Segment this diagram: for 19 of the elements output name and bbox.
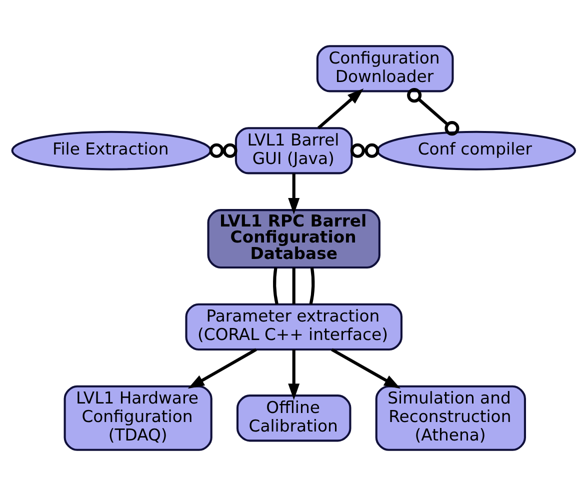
node-box: Configuration Downloader	[316, 44, 454, 92]
node-box: LVL1 RPC Barrel Configuration Database	[207, 208, 380, 268]
arrow	[288, 349, 300, 400]
connector	[273, 266, 278, 304]
arrow	[317, 88, 364, 129]
arrow	[288, 172, 300, 214]
node-ellipse: Conf compiler	[376, 130, 576, 170]
connector	[309, 266, 315, 304]
node-box: Parameter extraction (CORAL C++ interface)	[185, 302, 402, 350]
connector	[407, 88, 460, 136]
node-box: Offline Calibration	[236, 394, 352, 442]
node-ellipse: File Extraction	[11, 130, 212, 170]
node-box: Simulation and Reconstruction (Athena)	[375, 384, 526, 450]
connector	[292, 267, 296, 304]
arrow	[188, 348, 257, 388]
node-box: LVL1 Hardware Configuration (TDAQ)	[64, 384, 212, 450]
node-box: LVL1 Barrel GUI (Java)	[234, 126, 353, 174]
arrow	[331, 348, 401, 388]
connector	[350, 142, 380, 158]
